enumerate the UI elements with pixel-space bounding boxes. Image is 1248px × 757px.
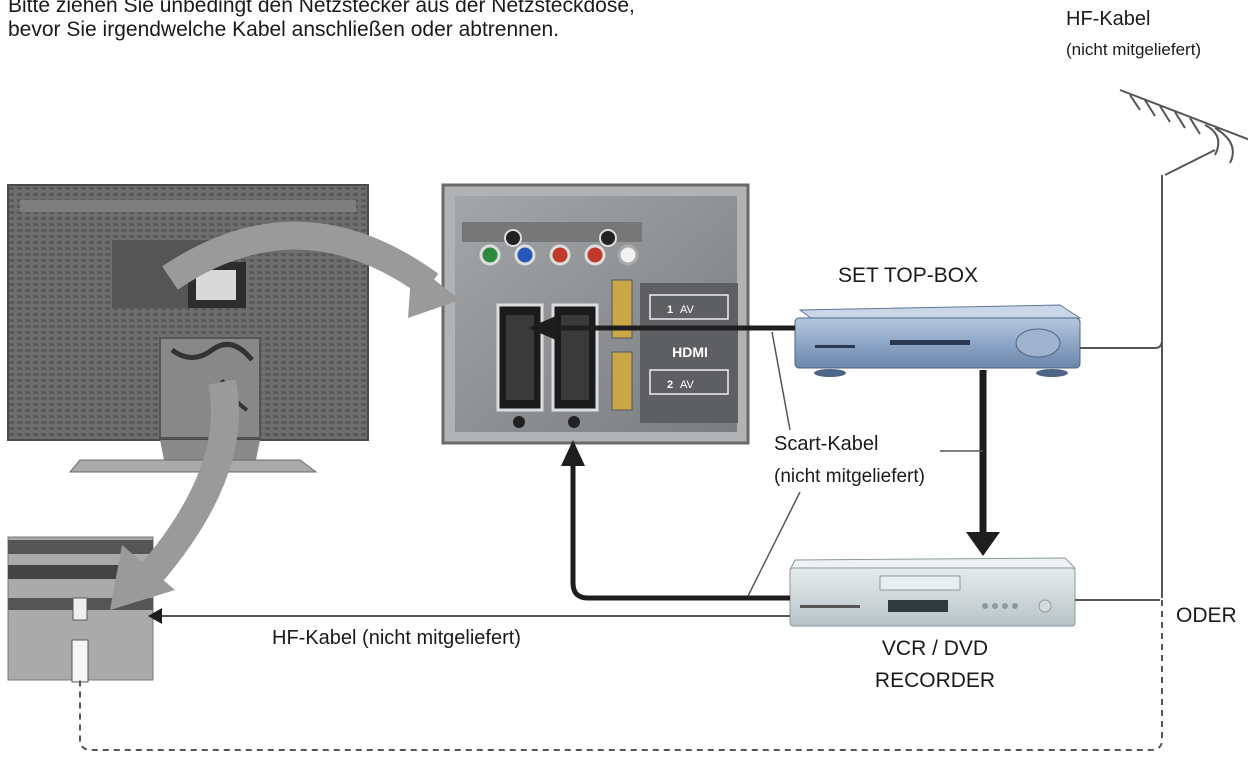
- vcr-label-line-2: RECORDER: [874, 669, 996, 692]
- scart-socket-2: [551, 303, 599, 428]
- av2-label: AV: [680, 379, 695, 391]
- set-top-box: [794, 304, 1082, 377]
- gray-curved-arrow-to-panel: [162, 221, 460, 318]
- av-connector-panel: [441, 183, 750, 445]
- gray-curved-arrow-to-socket: [110, 379, 239, 610]
- cables: [79, 175, 1163, 751]
- hf-cable-bottom-label: HF-Kabel (nicht mitgeliefert): [272, 627, 521, 649]
- scart-cable-title: Scart-Kabel: [774, 433, 879, 455]
- set-top-box-label: SET TOP-BOX: [838, 264, 979, 287]
- hf-cable-top-title: HF-Kabel: [1066, 8, 1151, 30]
- antenna: [1119, 89, 1248, 176]
- component-jacks: [479, 229, 639, 266]
- av1-label: AV: [680, 304, 695, 316]
- scart-cable-note: (nicht mitgeliefert): [774, 466, 925, 487]
- hdmi-label: HDMI: [672, 344, 708, 360]
- vcr-dvd-recorder: [789, 557, 1077, 627]
- vcr-label-line-1: VCR / DVD: [881, 637, 989, 660]
- instruction-line-2: bevor Sie irgendwelche Kabel anschließen…: [8, 18, 560, 41]
- instruction-text: Bitte ziehen Sie unbedingt den Netzsteck…: [8, 0, 635, 42]
- instruction-line-1: Bitte ziehen Sie unbedingt den Netzsteck…: [8, 0, 635, 17]
- av1-number: 1: [667, 304, 673, 316]
- scart-socket-1: [496, 303, 544, 428]
- hf-cable-top-note: (nicht mitgeliefert): [1066, 40, 1202, 59]
- oder-label: ODER: [1176, 604, 1237, 627]
- av2-number: 2: [667, 379, 673, 391]
